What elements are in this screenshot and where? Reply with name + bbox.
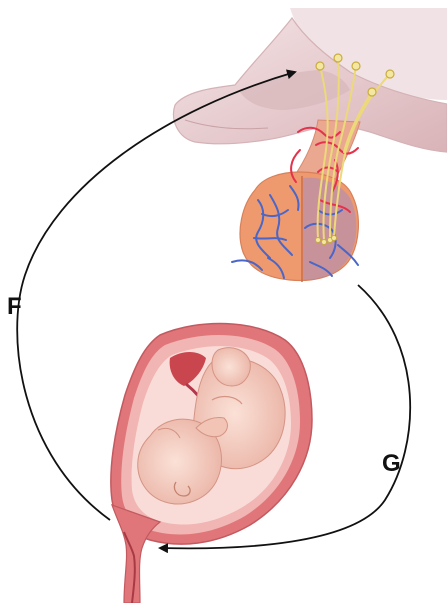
arrow-g-label: G <box>382 452 401 476</box>
hypothalamus-illustration <box>174 8 447 152</box>
cervix <box>112 505 160 603</box>
uterus-illustration <box>111 324 312 603</box>
fetus-foot <box>212 348 250 386</box>
arrow-f-label: F <box>7 295 22 319</box>
